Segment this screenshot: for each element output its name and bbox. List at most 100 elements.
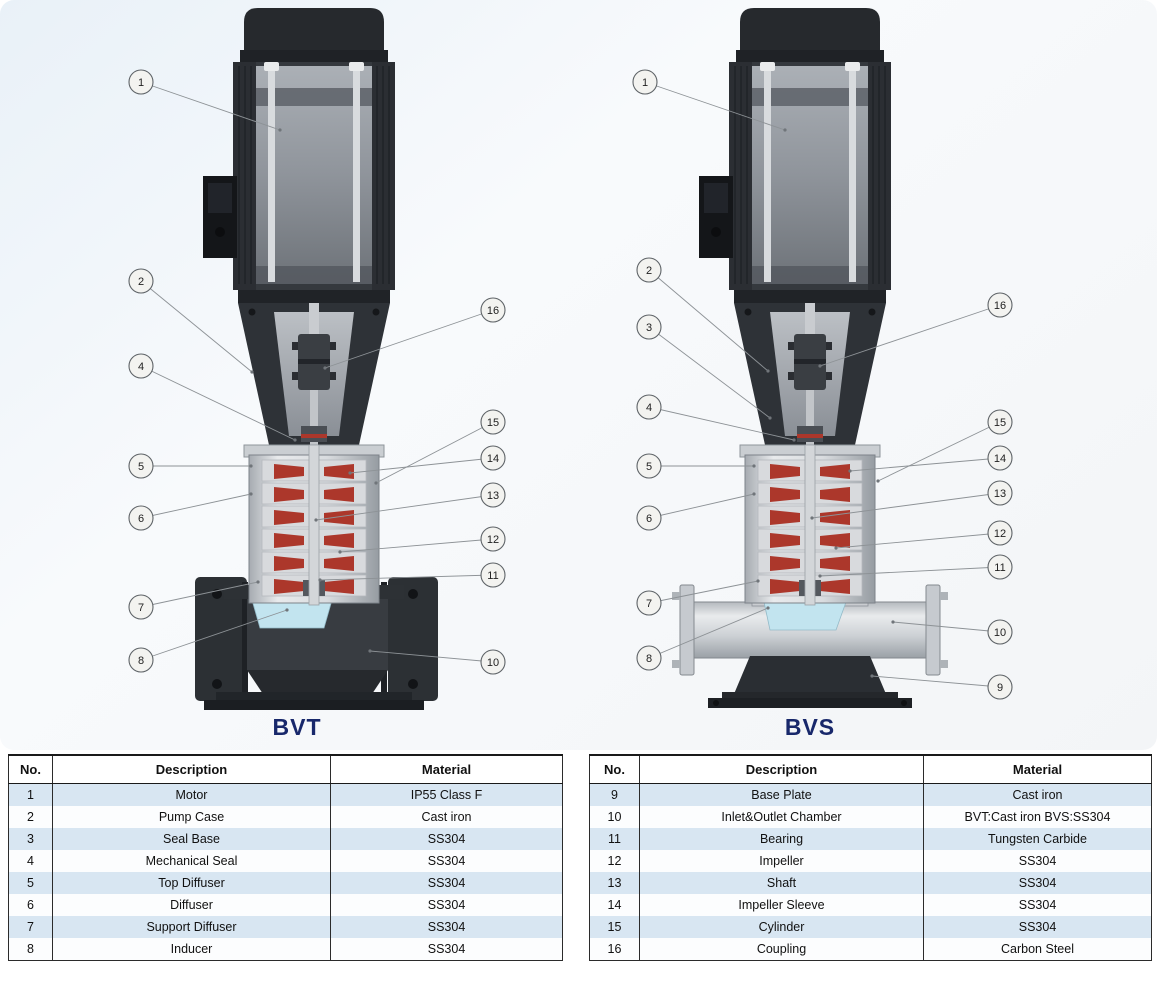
leader-dot [783, 128, 787, 132]
leader-line-3 [648, 326, 771, 419]
callout-number-16: 16 [994, 300, 1006, 312]
leader-dot [256, 580, 260, 584]
leader-line-1 [644, 81, 786, 131]
leader-dot [752, 492, 756, 496]
cell-material: SS304 [330, 894, 563, 916]
callout-number-13: 13 [994, 488, 1006, 500]
callout-13 [987, 480, 1013, 506]
callout-number-8: 8 [138, 655, 144, 667]
leader-line-10 [369, 650, 494, 663]
leader-dot [756, 579, 760, 583]
bvs-base-assembly [672, 584, 948, 708]
leader-line-14 [849, 457, 1001, 472]
callout-15 [480, 409, 506, 435]
callout-7 [128, 594, 154, 620]
cell-description: Motor [52, 783, 331, 806]
leader-line-15 [877, 421, 1001, 482]
leader-dot [338, 550, 342, 554]
callout-5 [128, 453, 154, 479]
callout-11 [480, 562, 506, 588]
callout-16 [480, 297, 506, 323]
cell-description: Shaft [639, 872, 924, 894]
pump-diagram-bvt [195, 7, 438, 710]
cell-material: Cast iron [330, 806, 563, 828]
callout-number-5: 5 [646, 461, 652, 473]
leader-dot [250, 370, 254, 374]
leader-dot [293, 438, 297, 442]
leader-dot [374, 481, 378, 485]
cell-material: IP55 Class F [330, 783, 563, 806]
cell-no: 5 [8, 872, 53, 894]
callout-12 [480, 526, 506, 552]
cell-description: Seal Base [52, 828, 331, 850]
cell-material: SS304 [923, 894, 1152, 916]
cell-no: 16 [589, 938, 640, 961]
leader-dot [368, 649, 372, 653]
callout-number-12: 12 [487, 534, 499, 546]
leader-dot [752, 464, 756, 468]
pump-body-bvt [202, 7, 396, 606]
callout-number-2: 2 [138, 276, 144, 288]
leader-dot [810, 516, 814, 520]
leader-dot [249, 464, 253, 468]
column-header: Description [52, 754, 331, 784]
leader-line-13 [811, 492, 1001, 519]
callout-number-3: 3 [646, 322, 652, 334]
callout-16 [987, 292, 1013, 318]
callout-number-16: 16 [487, 305, 499, 317]
cell-no: 12 [589, 850, 640, 872]
leader-line-8 [648, 607, 769, 659]
cell-no: 4 [8, 850, 53, 872]
callout-number-7: 7 [646, 598, 652, 610]
leader-line-10 [892, 621, 1001, 633]
pump-diagram-bvs [672, 7, 948, 708]
leader-line-4 [648, 406, 795, 441]
callout-14 [480, 445, 506, 471]
leader-dot [766, 369, 770, 373]
leader-line-2 [140, 280, 253, 373]
cell-no: 2 [8, 806, 53, 828]
callout-1 [128, 69, 154, 95]
cell-description: Impeller Sleeve [639, 894, 924, 916]
callout-number-12: 12 [994, 528, 1006, 540]
leader-dot [848, 469, 852, 473]
cell-material: SS304 [330, 916, 563, 938]
cell-no: 3 [8, 828, 53, 850]
cell-material: SS304 [330, 872, 563, 894]
callout-number-14: 14 [994, 453, 1006, 465]
leader-line-11 [819, 566, 1001, 577]
leader-dot [792, 438, 796, 442]
leader-dot [891, 620, 895, 624]
cell-material: SS304 [923, 850, 1152, 872]
callout-4 [128, 353, 154, 379]
cell-description: Inducer [52, 938, 331, 961]
callout-number-5: 5 [138, 461, 144, 473]
leader-line-9 [871, 675, 1001, 688]
leader-line-7 [648, 580, 759, 604]
cell-description: Diffuser [52, 894, 331, 916]
leader-line-7 [140, 581, 259, 608]
callout-8 [128, 647, 154, 673]
cell-description: Support Diffuser [52, 916, 331, 938]
leader-dot [766, 606, 770, 610]
callout-12 [987, 520, 1013, 546]
leader-dot [323, 366, 327, 370]
cell-material: Carbon Steel [923, 938, 1152, 961]
callout-2 [128, 268, 154, 294]
leader-line-16 [819, 304, 1001, 367]
callout-number-10: 10 [994, 627, 1006, 639]
cell-material: SS304 [330, 938, 563, 961]
cell-description: Coupling [639, 938, 924, 961]
pump-label-bvs: BVS [784, 714, 836, 740]
